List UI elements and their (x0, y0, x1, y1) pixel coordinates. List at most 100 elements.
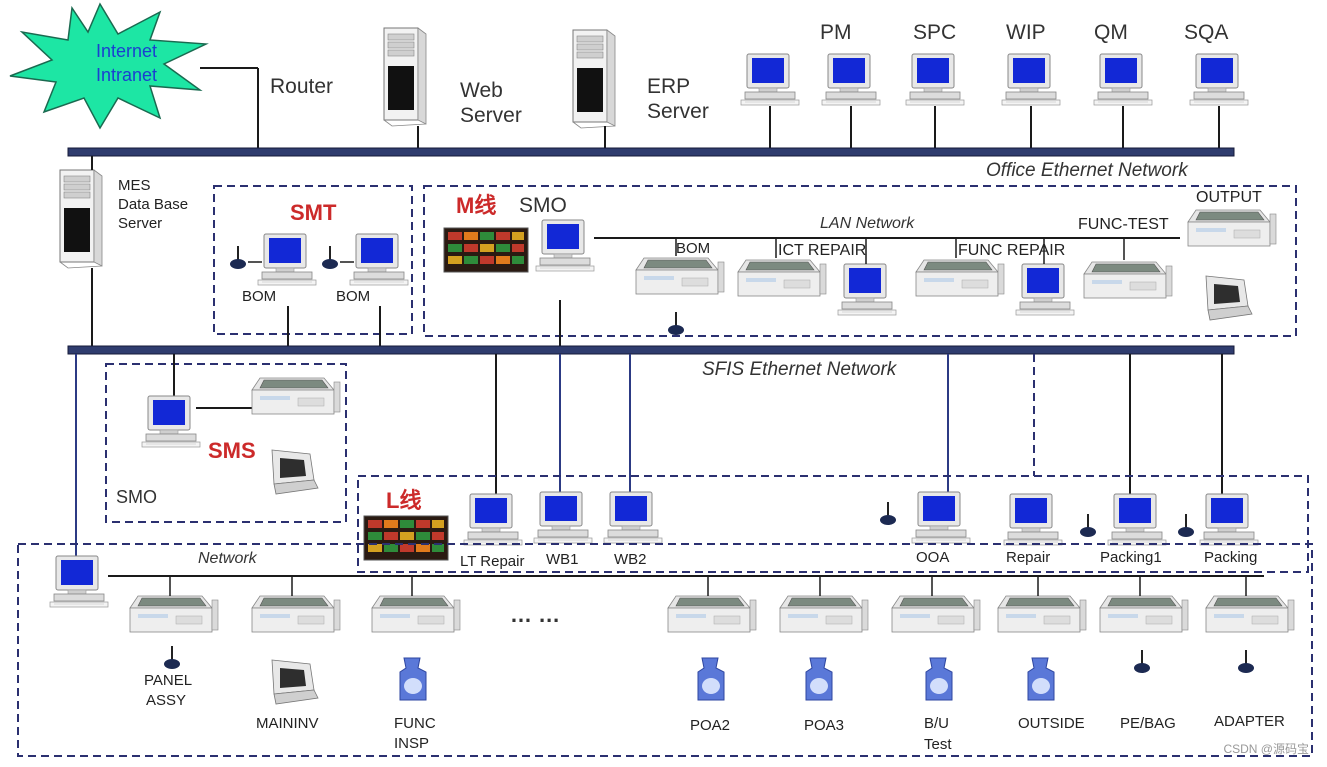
lt-repair-label: LT Repair (460, 553, 525, 570)
pc-icon-qm (1093, 53, 1153, 106)
outside-label: OUTSIDE (1018, 715, 1085, 732)
sfis-network-label: SFIS Ethernet Network (702, 359, 897, 380)
smt-bom1-label: BOM (242, 288, 277, 305)
internet-label: Internet (96, 41, 158, 61)
output-machine-icon (1187, 209, 1277, 247)
ict-repair-pc-icon (837, 263, 897, 316)
func-insp-label-1: FUNC (394, 715, 436, 732)
smo-top-label: SMO (519, 194, 567, 217)
m-line-group-box (423, 185, 1297, 337)
lamp-icon (667, 311, 685, 336)
packing-label: Packing (1204, 549, 1258, 566)
panel-assy-lamp-icon (163, 645, 181, 670)
main-inv-label: MAININV (256, 715, 319, 732)
smo-left-label: SMO (116, 487, 158, 507)
poa2-label: POA2 (690, 717, 731, 734)
adapter-label: ADAPTER (1214, 713, 1285, 730)
panel-assy-machine-icon (129, 595, 219, 633)
sms-machine-icon (251, 377, 341, 415)
panel-assy-label-1: PANEL (144, 672, 193, 689)
mes-db-label-1: MES (118, 177, 151, 194)
qm-label: QM (1094, 21, 1128, 44)
pe-bag-lamp-icon (1133, 649, 1151, 674)
mes-db-label-3: Server (118, 215, 163, 232)
func-insp-bottle-icon (399, 657, 427, 701)
sms-smo-pc-icon (141, 395, 201, 448)
func-repair-machine-icon (915, 259, 1005, 297)
bu-test-label-1: B/U (924, 715, 950, 732)
m-line-display-board-icon (443, 227, 529, 273)
l-line-group-box (357, 475, 1309, 573)
bu-test-bottle-icon (925, 657, 953, 701)
output-scanner-icon (1205, 275, 1253, 321)
func-test-label: FUNC-TEST (1078, 216, 1169, 233)
pm-label: PM (820, 21, 852, 44)
erp-server-label-2: Server (647, 100, 709, 123)
bu-test-machine-icon (891, 595, 981, 633)
outside-bottle-icon (1027, 657, 1055, 701)
func-insp-label-2: INSP (394, 735, 430, 752)
repair-label: Repair (1006, 549, 1051, 566)
poa3-machine-icon (779, 595, 869, 633)
wb1-pc-icon (533, 491, 593, 544)
web-server-icon (383, 27, 427, 127)
func-repair-pc-icon (1015, 263, 1075, 316)
router-label: Router (270, 75, 334, 98)
mes-database-server-icon (59, 169, 103, 269)
network-pc-icon (49, 555, 109, 608)
pc-icon-wip (1001, 53, 1061, 106)
smt-group-box (213, 185, 413, 335)
output-label: OUTPUT (1196, 189, 1262, 206)
network-label: Network (198, 550, 257, 567)
internet-starburst-icon (9, 2, 209, 130)
poa2-bottle-icon (697, 657, 725, 701)
func-test-machine-icon (1083, 261, 1173, 299)
packing-lamp-icon (1177, 513, 1195, 538)
pc-icon-smt-bom2 (349, 233, 409, 286)
spc-label: SPC (913, 21, 957, 44)
outside-machine-icon (997, 595, 1087, 633)
pe-bag-label: PE/BAG (1120, 715, 1176, 732)
adapter-machine-icon (1205, 595, 1295, 633)
ooa-lamp-icon (879, 501, 897, 526)
watermark: CSDN @源码宝 (1223, 742, 1309, 756)
smo-pc-icon (535, 219, 595, 272)
mes-db-label-2: Data Base (118, 196, 189, 213)
wb2-pc-icon (603, 491, 663, 544)
packing1-lamp-icon (1079, 513, 1097, 538)
erp-server-icon (572, 29, 616, 129)
sms-label: SMS (208, 438, 256, 463)
packing1-pc-icon (1107, 493, 1167, 546)
sfis-ethernet-bus (67, 345, 1235, 355)
m-line-label: M线 (456, 193, 497, 218)
ooa-label: OOA (916, 549, 950, 566)
l-line-display-board-icon (363, 515, 449, 561)
scanner-lamp-icon (321, 245, 339, 270)
office-network-label: Office Ethernet Network (986, 160, 1188, 181)
l-line-label: L线 (386, 488, 422, 513)
ict-repair-label: ICT REPAIR (778, 242, 867, 259)
smt-bom2-label: BOM (336, 288, 371, 305)
lan-network-label: LAN Network (820, 215, 915, 232)
ooa-pc-icon (911, 491, 971, 544)
repair-pc-icon (1003, 493, 1063, 546)
bu-test-label-2: Test (924, 736, 952, 753)
wb2-label: WB2 (614, 551, 647, 568)
intranet-label: Intranet (96, 65, 158, 85)
office-ethernet-bus (67, 147, 1235, 157)
pe-bag-machine-icon (1099, 595, 1189, 633)
bom-label: BOM (676, 240, 711, 257)
adapter-lamp-icon (1237, 649, 1255, 674)
bottom-network-group-box (17, 543, 1313, 757)
wb1-label: WB1 (546, 551, 579, 568)
web-server-label-2: Server (460, 104, 522, 127)
pc-icon-sqa (1189, 53, 1249, 106)
packing1-label: Packing1 (1100, 549, 1162, 566)
pc-icon-pm (740, 53, 800, 106)
pc-icon-pm2 (821, 53, 881, 106)
sms-scanner-icon (271, 449, 319, 495)
web-server-label-1: Web (460, 79, 503, 102)
wip-label: WIP (1006, 21, 1046, 44)
poa2-machine-icon (667, 595, 757, 633)
